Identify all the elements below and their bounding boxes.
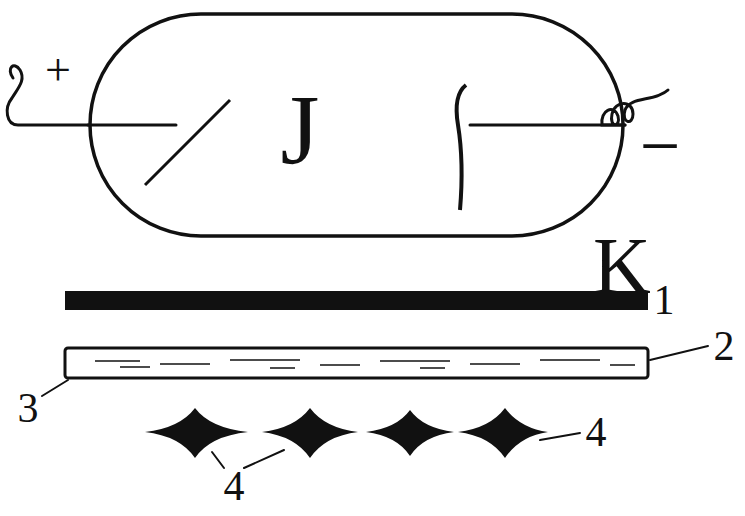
crystal-stars: [145, 408, 548, 458]
polarity-sign: +: [45, 47, 71, 93]
black-plate: [65, 291, 648, 310]
fluorescent-screen: [65, 348, 648, 378]
polarity-sign: −: [640, 110, 681, 182]
anode-lead: [88, 124, 176, 127]
leader-line: [650, 346, 708, 360]
screen-texture: [95, 360, 635, 368]
callout-number: 1: [654, 279, 675, 321]
callout-number: 4: [224, 465, 245, 507]
tube-letter: J: [281, 80, 320, 180]
leader-line: [42, 380, 68, 396]
tube-outline: [88, 12, 625, 238]
leader-line: [244, 450, 284, 468]
leader-line: [212, 452, 224, 468]
part-letter: K: [593, 226, 651, 306]
anode-plate: [145, 100, 230, 185]
leader-line: [540, 433, 580, 440]
xray-tube: J: [88, 12, 625, 238]
callout-number: 2: [714, 325, 735, 367]
callout-number: 4: [586, 411, 607, 453]
callout-number: 3: [18, 387, 39, 429]
cathode-cup: [457, 85, 466, 210]
